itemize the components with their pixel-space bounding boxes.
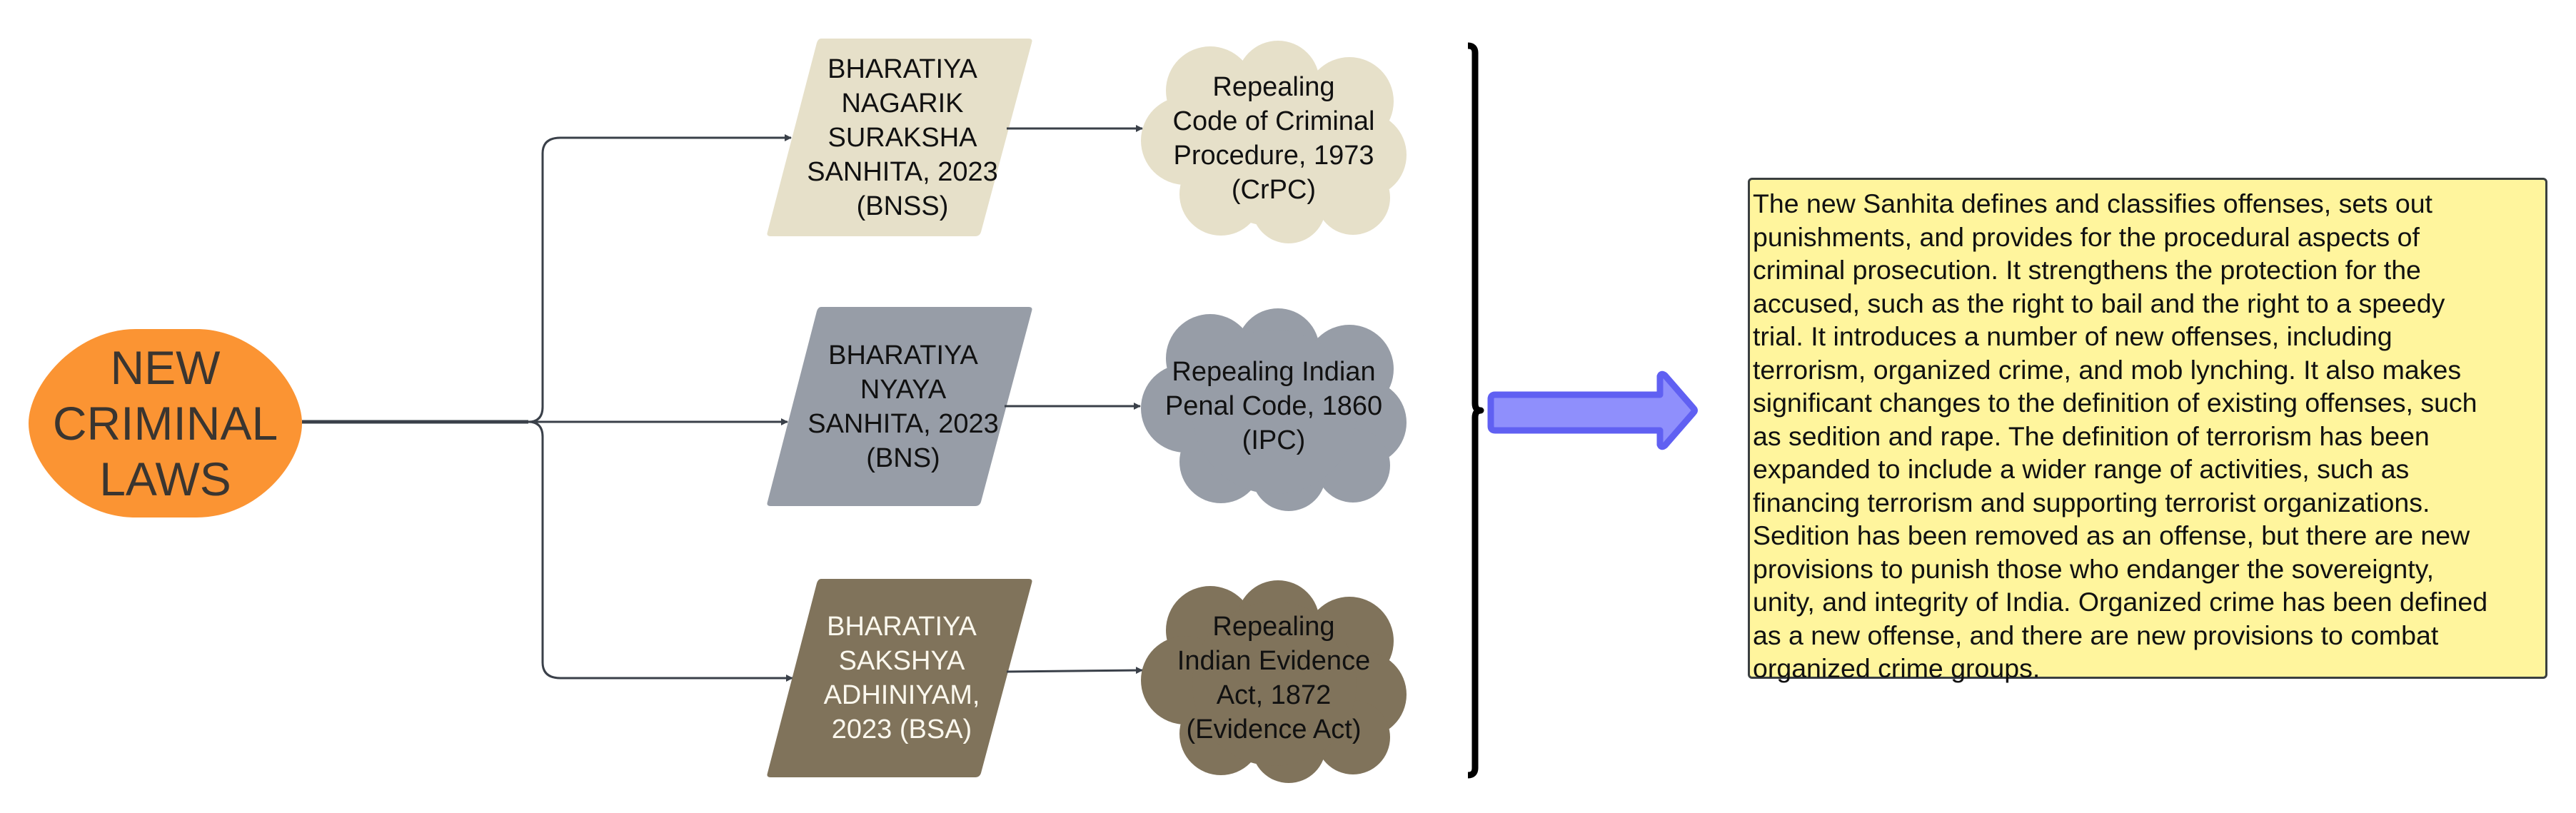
law-label-bnss: BHARATIYA NAGARIK SURAKSHA SANHITA, 2023… xyxy=(807,54,998,221)
summary-line: trial. It introduces a number of new off… xyxy=(1753,321,2393,351)
summary-line: organized crime groups. xyxy=(1753,653,2041,683)
summary-line: terrorism, organized crime, and mob lync… xyxy=(1753,354,2462,385)
connector-to-bsa xyxy=(528,420,793,682)
law-label-bsa: BHARATIYA SAKSHYA ADHINIYAM, 2023 (BSA) xyxy=(823,612,980,744)
summary-line: criminal prosecution. It strengthens the… xyxy=(1753,255,2421,285)
law-shape-bsa[interactable] xyxy=(767,579,1032,777)
summary-line: punishments, and provides for the proced… xyxy=(1753,221,2420,252)
repeal-cloud-crpc[interactable] xyxy=(1141,41,1407,243)
cloud-puff xyxy=(1192,330,1357,494)
summary-line: provisions to punish those who endanger … xyxy=(1753,553,2435,584)
summary-line: Sedition has been removed as an offense,… xyxy=(1753,520,2470,550)
law-label-bns: BHARATIYA NYAYA SANHITA, 2023 (BNS) xyxy=(807,340,999,473)
summary-text-box: The new Sanhita defines and classifies o… xyxy=(1748,178,2547,683)
repeal-cloud-ipc[interactable] xyxy=(1141,308,1407,511)
summary-line: accused, such as the right to bail and t… xyxy=(1753,288,2445,318)
summary-line: expanded to include a wider range of act… xyxy=(1753,454,2410,484)
summary-line: unity, and integrity of India. Organized… xyxy=(1753,587,2488,617)
root-connectors xyxy=(302,134,793,682)
summary-line: financing terrorism and supporting terro… xyxy=(1753,487,2430,517)
grouping-bracket xyxy=(1467,42,1484,779)
law-shape-bnss[interactable] xyxy=(767,39,1032,236)
root-node-label: NEW CRIMINAL LAWS xyxy=(52,341,278,505)
repeal-label-ipc: Repealing Indian Penal Code, 1860 (IPC) xyxy=(1164,356,1383,455)
connector-bsa-to-evidence-act xyxy=(1006,667,1143,675)
cloud-puff xyxy=(1192,602,1357,766)
cloud-puff xyxy=(1192,62,1357,226)
summary-line: The new Sanhita defines and classifies o… xyxy=(1753,188,2432,218)
summary-line: as a new offense, and there are new prov… xyxy=(1753,620,2439,650)
connector-to-bnss xyxy=(528,134,792,423)
summary-line: as sedition and rape. The definition of … xyxy=(1753,420,2430,451)
root-node-shape[interactable] xyxy=(29,329,302,517)
big-arrow-icon xyxy=(1487,370,1698,450)
repeal-label-crpc: Repealing Code of Criminal Procedure, 19… xyxy=(1172,71,1375,205)
law-shape-bns[interactable] xyxy=(767,307,1032,506)
summary-line: significant changes to the definition of… xyxy=(1753,388,2477,418)
repeal-label-evidence-act: Repealing Indian Evidence Act, 1872 (Evi… xyxy=(1177,611,1371,744)
repeal-cloud-evidence-act[interactable] xyxy=(1141,580,1407,783)
